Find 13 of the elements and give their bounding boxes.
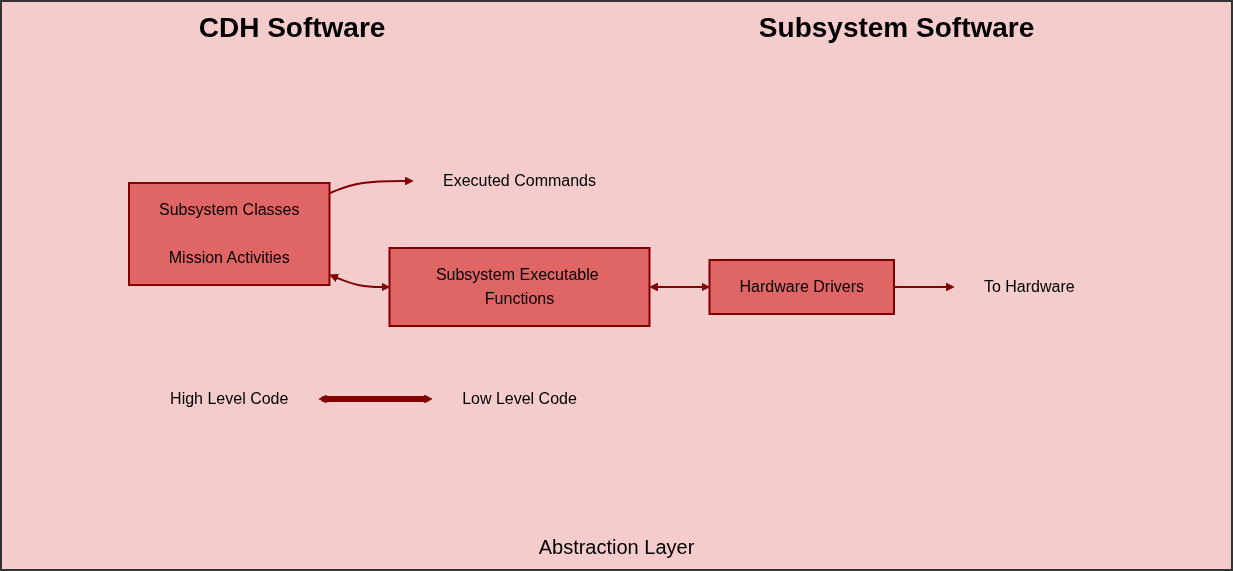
divider-label: Abstraction Layer (538, 536, 695, 559)
arrow (318, 394, 433, 404)
section-heading: Subsystem Software (758, 12, 1035, 44)
node-text: High Level Code (169, 390, 289, 407)
node-box: Hardware Drivers (708, 259, 895, 315)
node-text: Executed Commands (442, 172, 596, 189)
node-box: Subsystem Classes Mission Activities (127, 182, 331, 286)
node-text: To Hardware (983, 278, 1075, 295)
node-box: Subsystem Executable Functions (388, 247, 651, 327)
node-text: Low Level Code (461, 390, 577, 407)
arrow (329, 273, 390, 292)
arrow (649, 282, 710, 292)
section-heading: CDH Software (198, 12, 386, 44)
